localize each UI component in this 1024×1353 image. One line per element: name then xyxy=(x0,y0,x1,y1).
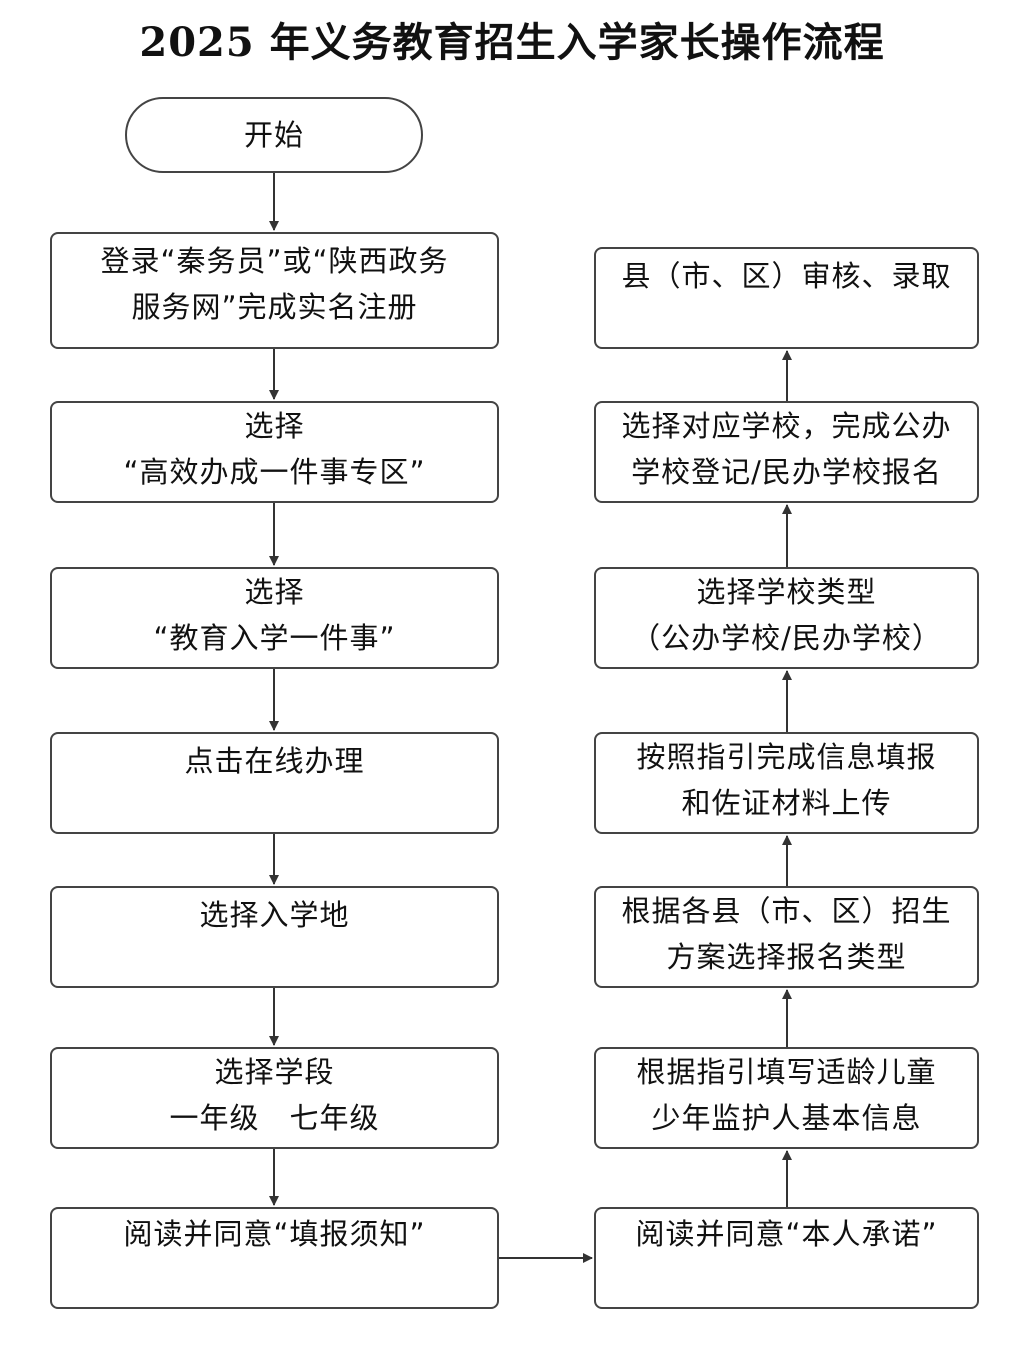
step-text: 服务网”完成实名注册 xyxy=(131,290,418,324)
step-text: 点击在线办理 xyxy=(184,744,365,778)
flow-step-online: 点击在线办理 xyxy=(50,732,499,834)
step-text: 根据指引填写适龄儿童 xyxy=(636,1055,937,1089)
flow-step-zone: 选择 “高效办成一件事专区” xyxy=(50,401,499,503)
flow-step-promise: 阅读并同意“本人承诺” xyxy=(594,1207,979,1309)
flow-step-place: 选择入学地 xyxy=(50,886,499,988)
step-text: （公办学校/民办学校） xyxy=(631,621,942,655)
flow-step-plan: 根据各县（市、区）招生 方案选择报名类型 xyxy=(594,886,979,988)
step-text: “高效办成一件事专区” xyxy=(123,455,426,489)
step-text: 选择 xyxy=(244,575,305,609)
page-title: 2025 年义务教育招生入学家长操作流程 xyxy=(139,19,885,66)
step-text: 开始 xyxy=(243,118,304,152)
flow-step-review: 县（市、区）审核、录取 xyxy=(594,247,979,349)
flow-step-login: 登录“秦务员”或“陕西政务 服务网”完成实名注册 xyxy=(50,232,499,349)
step-text: “教育入学一件事” xyxy=(153,621,396,655)
flow-step-notice: 阅读并同意“填报须知” xyxy=(50,1207,499,1309)
flow-step-stage: 选择学段 一年级 七年级 xyxy=(50,1047,499,1149)
flow-step-guardian: 根据指引填写适龄儿童 少年监护人基本信息 xyxy=(594,1047,979,1149)
step-text: 一年级 七年级 xyxy=(169,1101,380,1135)
step-text: 少年监护人基本信息 xyxy=(651,1101,922,1135)
flow-step-type: 选择学校类型 （公办学校/民办学校） xyxy=(594,567,979,669)
flow-step-info: 按照指引完成信息填报 和佐证材料上传 xyxy=(594,732,979,834)
step-text: 县（市、区）审核、录取 xyxy=(621,259,952,293)
step-text: 学校登记/民办学校报名 xyxy=(631,455,942,489)
step-text: 和佐证材料上传 xyxy=(681,786,892,820)
step-text: 按照指引完成信息填报 xyxy=(636,740,937,774)
step-text: 选择 xyxy=(244,409,305,443)
step-text: 选择对应学校，完成公办 xyxy=(621,409,952,443)
step-text: 选择学校类型 xyxy=(696,575,877,609)
step-text: 选择入学地 xyxy=(199,898,350,932)
flow-step-start: 开始 xyxy=(125,97,423,173)
step-text: 根据各县（市、区）招生 xyxy=(621,894,952,928)
step-text: 登录“秦务员”或“陕西政务 xyxy=(100,244,449,278)
step-text: 选择学段 xyxy=(214,1055,335,1089)
step-text: 阅读并同意“填报须知” xyxy=(123,1217,426,1251)
flow-step-edu: 选择 “教育入学一件事” xyxy=(50,567,499,669)
step-text: 阅读并同意“本人承诺” xyxy=(635,1217,938,1251)
flow-step-school: 选择对应学校，完成公办 学校登记/民办学校报名 xyxy=(594,401,979,503)
step-text: 方案选择报名类型 xyxy=(666,940,907,974)
